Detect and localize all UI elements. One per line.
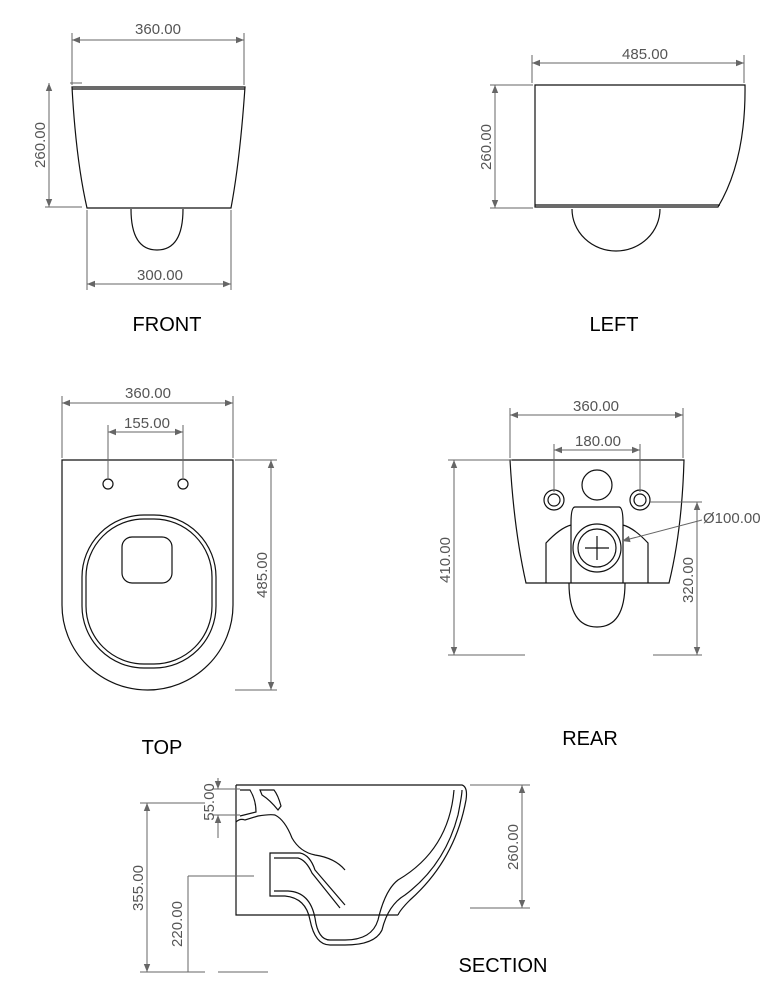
top-view-title: TOP	[142, 737, 183, 759]
left-height-label: 260.00	[478, 124, 495, 170]
top-view: 360.00 155.00 485.00 TOP	[61, 385, 277, 759]
section-view-title: SECTION	[459, 955, 548, 977]
front-body-outline	[71, 86, 246, 209]
rear-hole-right	[633, 493, 647, 507]
section-view: 55.00 355.00 220.00 260.00 SECTION	[130, 778, 547, 977]
left-view-title: LEFT	[590, 314, 639, 336]
water-inlet	[581, 469, 613, 501]
top-depth-label: 485.00	[254, 552, 271, 598]
front-width-top-label: 360.00	[135, 21, 181, 38]
front-view: 360.00 260.00 300.00 FRONT	[32, 21, 246, 336]
left-depth-label: 485.00	[622, 46, 668, 63]
section-inlet-height-label: 55.00	[201, 783, 218, 821]
left-body-outline	[534, 84, 746, 208]
section-total-height-label: 355.00	[130, 865, 147, 911]
front-width-bottom-label: 300.00	[137, 267, 183, 284]
mounting-hole-right	[177, 478, 189, 490]
outlet-pipe	[572, 523, 622, 573]
left-view: 485.00 260.00 LEFT	[478, 46, 746, 336]
rear-hole-left	[547, 493, 561, 507]
section-outline	[235, 784, 468, 916]
rear-bowl	[568, 582, 626, 628]
top-body-outline	[61, 459, 234, 691]
section-outlet-height-label: 220.00	[169, 901, 186, 947]
rear-view-title: REAR	[562, 728, 618, 750]
top-hole-spacing-label: 155.00	[124, 415, 170, 432]
front-bowl	[130, 208, 184, 251]
rear-view: 360.00 180.00 Ø100.00 410.00 320.00 REAR	[437, 398, 761, 750]
left-bowl	[571, 208, 661, 252]
rear-outlet-height-label: 320.00	[680, 557, 697, 603]
top-width-label: 360.00	[125, 385, 171, 402]
rear-total-height-label: 410.00	[437, 537, 454, 583]
section-bowl-height-label: 260.00	[505, 824, 522, 870]
seat-outline	[81, 514, 217, 669]
outlet-diameter-label: Ø100.00	[703, 510, 761, 527]
rear-hole-spacing-label: 180.00	[575, 433, 621, 450]
rear-width-label: 360.00	[573, 398, 619, 415]
front-height-label: 260.00	[32, 122, 49, 168]
rear-body-outline	[509, 459, 685, 584]
front-view-title: FRONT	[133, 314, 202, 336]
bowl-opening	[121, 536, 173, 584]
mounting-hole-left	[102, 478, 114, 490]
